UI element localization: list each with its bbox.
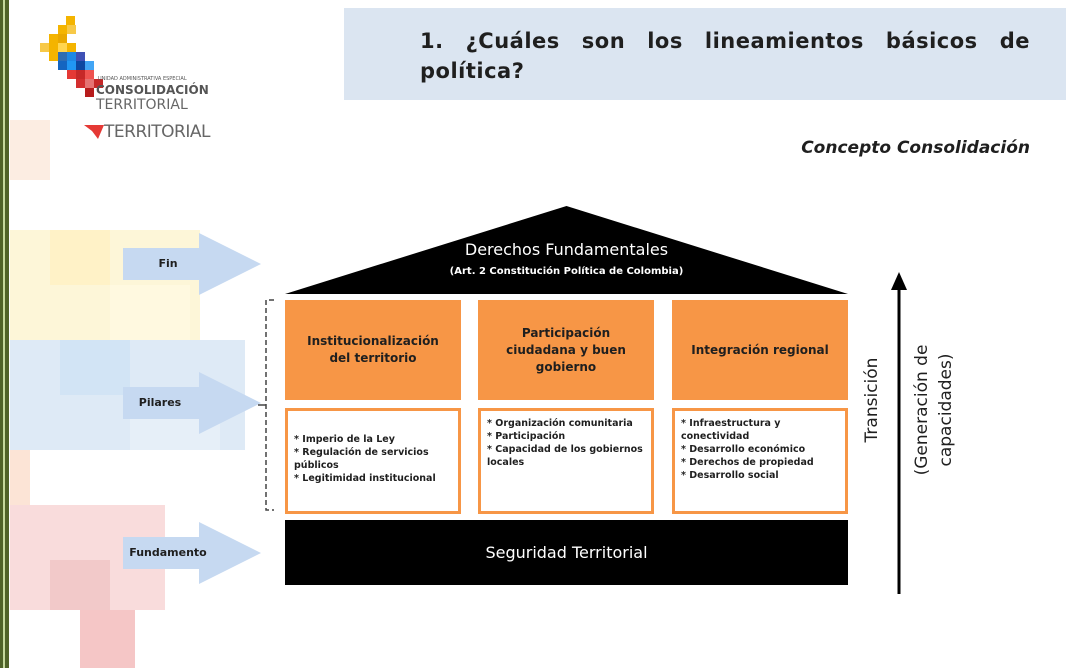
header-banner <box>344 8 1066 100</box>
list-item: Participación <box>487 430 645 443</box>
pillar-2-items: Organización comunitaria Participación C… <box>478 408 654 514</box>
foundation-label: Seguridad Territorial <box>485 543 648 562</box>
pillar-1-title: Institucionalización del territorio <box>285 300 461 400</box>
roof-subtitle: (Art. 2 Constitución Política de Colombi… <box>449 266 684 277</box>
transition-text: Transición <box>862 357 882 443</box>
pillar-3-title: Integración regional <box>672 300 848 400</box>
diagram-subtitle: Concepto Consolidación <box>801 138 1030 158</box>
roof-title: Derechos Fundamentales <box>464 240 669 259</box>
pillar-2-title: Participación ciudadana y buen gobierno <box>478 300 654 400</box>
colombia-map-logo-icon <box>40 16 103 97</box>
list-item: Imperio de la Ley <box>294 433 452 446</box>
logo-line-3: TERRITORIAL <box>104 122 210 142</box>
pilares-label: Pilares <box>138 396 182 409</box>
fin-label: Fin <box>158 257 178 270</box>
logo-red-mark-icon <box>84 125 104 139</box>
list-item: Desarrollo económico <box>681 443 839 456</box>
pillar-3-items: Infraestructura y conectividad Desarroll… <box>672 408 848 514</box>
logo-line-2: TERRITORIAL <box>96 97 188 113</box>
list-item: Regulación de servicios públicos <box>294 446 452 472</box>
house-roof <box>285 206 848 294</box>
logo-line-1: CONSOLIDACIÓN <box>96 83 209 97</box>
capacity-text-1: (Generación de <box>912 344 932 476</box>
list-item: Capacidad de los gobiernos locales <box>487 443 645 469</box>
capacity-text-2: capacidades) <box>936 353 956 467</box>
fundamento-label: Fundamento <box>129 546 207 559</box>
list-item: Desarrollo social <box>681 469 839 482</box>
pillars-bracket <box>258 299 274 511</box>
list-item: Infraestructura y conectividad <box>681 417 839 443</box>
list-item: Organización comunitaria <box>487 417 645 430</box>
pilares-arrow-icon <box>123 372 261 434</box>
foundation-block: Seguridad Territorial <box>285 520 848 585</box>
list-item: Derechos de propiedad <box>681 456 839 469</box>
pillar-1-items: Imperio de la Ley Regulación de servicio… <box>285 408 461 514</box>
logo-small-text: UNIDAD ADMINISTRATIVA ESPECIAL <box>98 76 187 82</box>
left-frame-stripe <box>3 0 5 668</box>
fundamento-arrow-icon <box>123 522 261 584</box>
fin-arrow-icon <box>123 233 261 295</box>
slide-title: 1. ¿Cuáles son los lineamientos básicos … <box>420 29 1030 83</box>
list-item: Legitimidad institucional <box>294 472 452 485</box>
up-arrow-icon <box>891 272 907 594</box>
